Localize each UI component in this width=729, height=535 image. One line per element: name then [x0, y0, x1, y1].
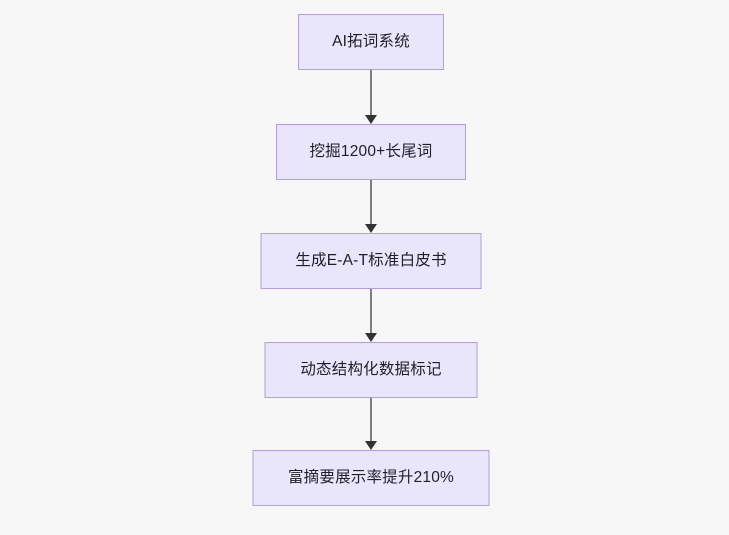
- edge-line: [370, 289, 372, 335]
- node-label: 富摘要展示率提升210%: [287, 469, 455, 487]
- node-label: 生成E-A-T标准白皮书: [295, 252, 447, 270]
- node-ai-keyword-system[interactable]: AI拓词系统: [298, 14, 444, 70]
- flow-edge: [364, 289, 378, 342]
- node-label: AI拓词系统: [332, 33, 410, 51]
- edge-line: [370, 180, 372, 226]
- node-dynamic-structured-data[interactable]: 动态结构化数据标记: [264, 342, 478, 398]
- arrowhead-down-icon: [365, 224, 377, 233]
- arrowhead-down-icon: [365, 441, 377, 450]
- node-mine-longtail-keywords[interactable]: 挖掘1200+长尾词: [276, 124, 466, 180]
- arrowhead-down-icon: [365, 115, 377, 124]
- edge-line: [370, 398, 372, 443]
- flow-edge: [364, 180, 378, 233]
- flow-edge: [364, 398, 378, 450]
- edge-line: [370, 70, 372, 117]
- node-label: 挖掘1200+长尾词: [309, 143, 433, 161]
- flow-edge: [364, 70, 378, 124]
- arrowhead-down-icon: [365, 333, 377, 342]
- node-generate-eat-whitepaper[interactable]: 生成E-A-T标准白皮书: [260, 233, 482, 289]
- node-label: 动态结构化数据标记: [300, 361, 442, 379]
- node-rich-snippet-uplift[interactable]: 富摘要展示率提升210%: [252, 450, 490, 506]
